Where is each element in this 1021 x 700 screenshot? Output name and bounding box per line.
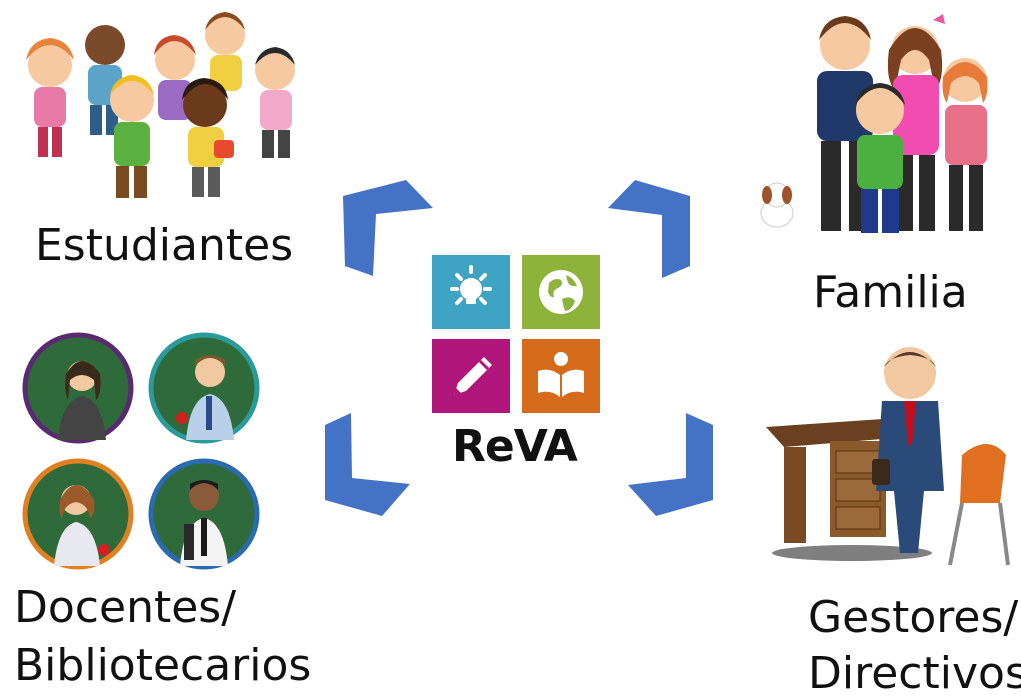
student-figure: [154, 35, 196, 120]
lightbulb-tile: [432, 255, 510, 329]
managers-label-line2: Directivos: [808, 648, 1021, 699]
teachers-label-line1: Docentes/: [14, 582, 237, 633]
teacher-avatar: [148, 458, 260, 570]
student-figure: [255, 47, 295, 158]
reva-logo: ReVA: [432, 255, 602, 472]
open-book-icon: [538, 352, 584, 397]
teacher-avatar: [22, 458, 134, 570]
student-figure: [26, 38, 74, 157]
student-figure: [182, 78, 234, 197]
arrow-up-left-icon: [343, 180, 433, 276]
pencil-tile: [432, 339, 510, 413]
family-illustration: [760, 14, 988, 233]
teacher-avatar: [148, 332, 260, 444]
students-illustration: [26, 12, 295, 198]
girl-figure: [942, 58, 988, 231]
teacher-avatar: [22, 332, 134, 444]
managers-label-line1: Gestores/: [808, 592, 1019, 643]
manager-illustration: [766, 347, 1010, 566]
boy-figure: [855, 83, 905, 233]
student-figure: [110, 75, 154, 198]
arrow-down-right-icon: [628, 413, 713, 516]
teachers-avatars: [22, 332, 262, 572]
chair: [948, 444, 1010, 566]
arrow-down-left-icon: [325, 413, 410, 516]
globe-tile: [522, 255, 600, 329]
book-tile: [522, 339, 600, 413]
globe-icon: [539, 270, 583, 314]
lightbulb-icon: [450, 265, 492, 305]
student-figure: [205, 12, 245, 91]
manager-figure: [872, 347, 944, 553]
logo-title: ReVA: [452, 421, 578, 472]
pencil-icon: [454, 357, 492, 395]
teachers-label-line2: Bibliotecarios: [14, 640, 312, 691]
family-label: Familia: [813, 267, 968, 318]
arrow-up-right-icon: [608, 180, 690, 278]
dog-figure: [760, 182, 794, 228]
students-label: Estudiantes: [35, 220, 294, 271]
